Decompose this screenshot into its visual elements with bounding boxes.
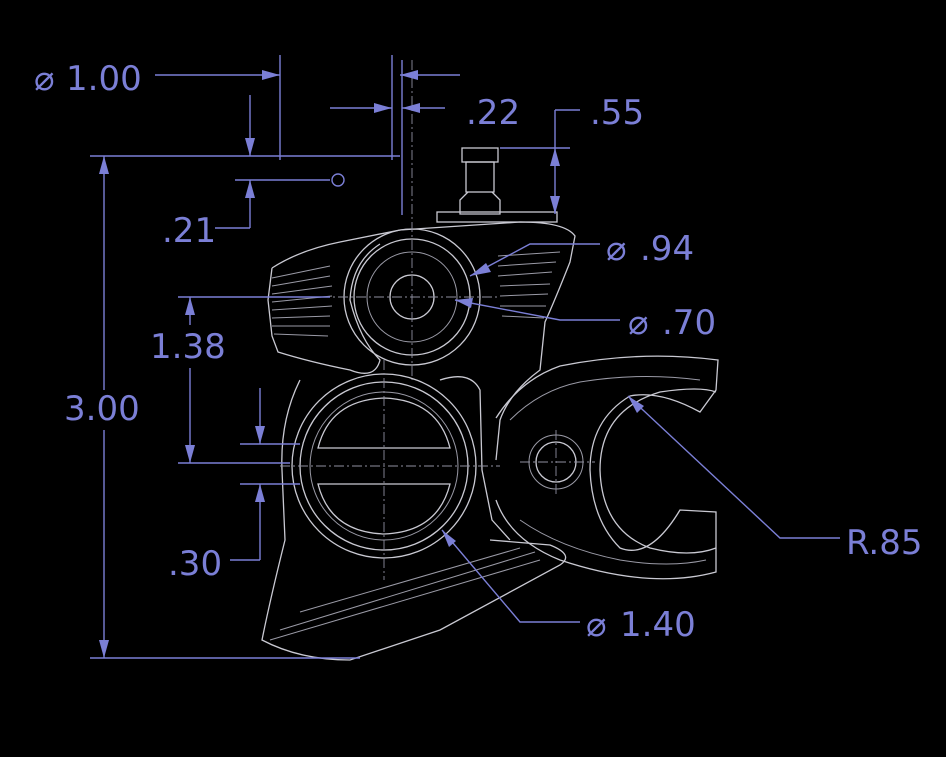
dim-dia-1-00-value: 1.00 (66, 59, 142, 99)
diameter-symbol-140: ⌀ (586, 605, 606, 645)
part-outline (261, 147, 719, 661)
dim-dia-1-40-value: 1.40 (620, 605, 696, 645)
dim-r-85-label: R.85 (846, 523, 922, 563)
dim-21-label: .21 (162, 211, 216, 251)
dim-dia-94-value: .94 (640, 229, 694, 269)
dimension-labels: ⌀ 1.00 .22 .55 .21 ⌀ .94 1.38 ⌀ .70 3.00… (34, 59, 922, 645)
dim-30-label: .30 (168, 544, 222, 584)
diameter-symbol-top: ⌀ (34, 59, 54, 99)
dimension-lines (90, 55, 840, 659)
dim-22-label: .22 (466, 93, 520, 133)
dim-dia-70-value: .70 (662, 303, 716, 343)
dim-1-38-label: 1.38 (150, 327, 226, 367)
dim-3-00-label: 3.00 (64, 389, 140, 429)
diameter-symbol-94: ⌀ (606, 229, 626, 269)
centerlines (280, 60, 595, 580)
dim-55-label: .55 (590, 93, 644, 133)
diameter-symbol-70: ⌀ (628, 303, 648, 343)
